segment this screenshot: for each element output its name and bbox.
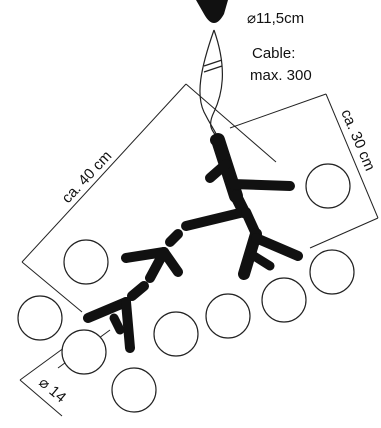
globe-diameter-label: ⌀ 14: [35, 374, 69, 406]
dimension-length: [21, 83, 277, 313]
fixture-top-cap: [210, 134, 222, 146]
globe: [17, 295, 63, 341]
dimension-width: [229, 93, 379, 249]
width-label: ca. 30 cm: [337, 107, 378, 174]
globe: [309, 249, 355, 295]
fixture-body: [83, 133, 303, 353]
length-label: ca. 40 cm: [58, 148, 115, 207]
cable: [199, 29, 223, 141]
globes: [17, 163, 355, 413]
cable-label-line2: max. 300: [250, 67, 312, 84]
canopy: [196, 0, 228, 23]
canopy-diameter-label: ⌀11,5cm: [247, 10, 304, 27]
globe: [205, 293, 251, 339]
globe: [305, 163, 351, 209]
globe: [63, 239, 109, 285]
cable-label-line1: Cable:: [252, 45, 295, 62]
globe: [61, 329, 107, 375]
globe: [261, 277, 307, 323]
globe: [111, 367, 157, 413]
globe: [153, 311, 199, 357]
